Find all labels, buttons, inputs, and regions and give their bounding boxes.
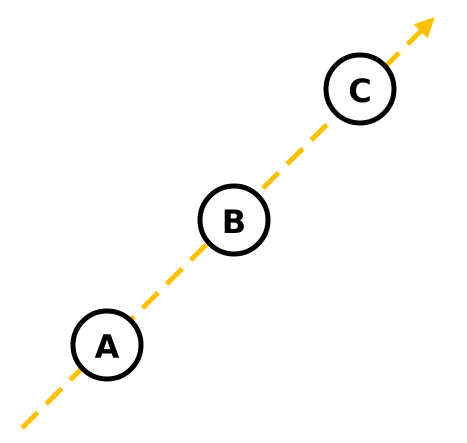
node-a: A (70, 308, 144, 382)
node-b-circle (197, 183, 271, 257)
node-b-label: B (222, 203, 246, 241)
node-c-label: C (348, 72, 371, 110)
node-c: C (323, 52, 397, 126)
node-c-circle (323, 52, 397, 126)
node-a-label: A (95, 328, 120, 366)
node-a-circle (70, 308, 144, 382)
node-b: B (197, 183, 271, 257)
